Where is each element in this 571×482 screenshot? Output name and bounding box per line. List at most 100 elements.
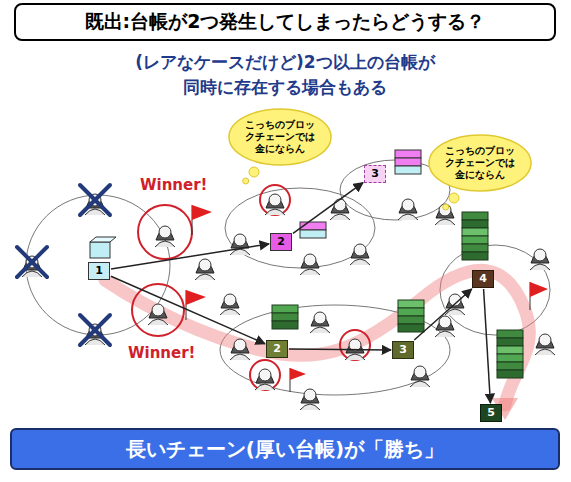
person-body: [300, 404, 320, 410]
person-head: [259, 369, 271, 381]
person-head: [402, 199, 414, 211]
bubble-tail: [449, 193, 459, 203]
bubble-text: こっちのブロックチェーンでは金にならん: [244, 119, 316, 155]
winner-ring: [260, 185, 290, 215]
person-body: [220, 309, 240, 315]
person-head: [539, 334, 551, 346]
block-cube: [90, 242, 110, 258]
block-number: 3: [371, 167, 379, 180]
person-figure: [435, 204, 455, 225]
pink-stacks: [300, 150, 421, 238]
person-body: [350, 259, 370, 265]
person-body: [398, 214, 418, 220]
person-figure: [530, 249, 550, 270]
block-cube-top: [90, 237, 116, 242]
bubble-outline: [229, 109, 331, 165]
chain-arrow: [414, 289, 471, 340]
bubble-tail: [243, 178, 249, 184]
stack-slab: [497, 354, 523, 362]
stack-slab: [398, 308, 424, 316]
block-number-box: 3: [392, 341, 414, 359]
winner-ring: [138, 205, 192, 259]
stack-slab: [462, 236, 488, 244]
green-stacks: [272, 212, 523, 378]
person-figure: [310, 312, 330, 333]
person-figure: [148, 304, 168, 325]
stack-slab: [272, 305, 298, 313]
person-body: [230, 354, 250, 360]
flag: [290, 368, 306, 380]
block-number-box: 3: [364, 165, 386, 183]
cross-mark: [80, 315, 110, 345]
block-number-box: 2: [270, 233, 292, 251]
person-head: [234, 234, 246, 246]
person-figure: [255, 369, 275, 390]
stack-slab: [395, 150, 421, 158]
stack-slab: [497, 362, 523, 370]
network-ring: [26, 195, 170, 335]
person-figure: [398, 199, 418, 220]
stack-slab: [398, 300, 424, 308]
person-body: [310, 327, 330, 333]
person-head: [534, 249, 546, 261]
stack-slab: [300, 230, 326, 238]
winner-label: Winner!: [140, 176, 210, 194]
person-figure: [330, 199, 350, 220]
cross-mark: [17, 247, 47, 277]
stack-slab: [462, 220, 488, 228]
person-body: [435, 331, 455, 337]
person-body: [410, 381, 430, 387]
block-number-box: 5: [480, 404, 502, 422]
person-body: [155, 241, 175, 247]
stack-slab: [272, 321, 298, 329]
stack-slab: [395, 166, 421, 174]
person-head: [304, 389, 316, 401]
stack-slab: [462, 244, 488, 252]
speech-bubble: こっちのブロックチェーンでは金にならん: [228, 108, 332, 166]
block-number: 1: [95, 264, 103, 277]
people: [22, 194, 555, 410]
cross-mark: [80, 185, 110, 215]
block-number-box: 2: [266, 340, 288, 358]
flag: [186, 290, 206, 305]
bubble-text: こっちのブロックチェーンでは金にならん: [444, 145, 516, 181]
person-figure: [230, 339, 250, 360]
person-figure: [300, 254, 320, 275]
block-number-box: 1: [88, 262, 110, 280]
person-figure: [220, 294, 240, 315]
person-head: [152, 304, 164, 316]
person-body: [330, 214, 350, 220]
stack-slab: [395, 158, 421, 166]
person-head: [304, 254, 316, 266]
person-body: [535, 349, 555, 355]
person-body: [22, 271, 42, 277]
person-head: [199, 259, 211, 271]
person-head: [269, 194, 281, 206]
block-number-box: 4: [472, 270, 494, 288]
stack-slab: [497, 330, 523, 338]
cross-mark: [17, 247, 47, 277]
person-body: [345, 354, 365, 360]
cross-mark: [80, 185, 110, 215]
block-number: 3: [399, 343, 407, 356]
person-head: [414, 366, 426, 378]
block-cube: [90, 237, 116, 258]
person-body: [435, 219, 455, 225]
bubble-outline: [429, 135, 531, 191]
person-figure: [410, 366, 430, 387]
stack-slab: [398, 316, 424, 324]
person-head: [224, 294, 236, 306]
flags: [186, 205, 548, 392]
chain-arrow: [484, 289, 491, 403]
stack-slab: [462, 252, 488, 260]
flag: [192, 205, 212, 220]
person-body: [265, 209, 285, 215]
person-figure: [195, 259, 215, 280]
stack-slab: [398, 324, 424, 332]
chain-highlight: [105, 270, 529, 405]
person-head: [334, 199, 346, 211]
bubble-tail: [249, 167, 259, 177]
person-figure: [350, 244, 370, 265]
winner-ring: [250, 360, 280, 390]
stack-slab: [497, 338, 523, 346]
